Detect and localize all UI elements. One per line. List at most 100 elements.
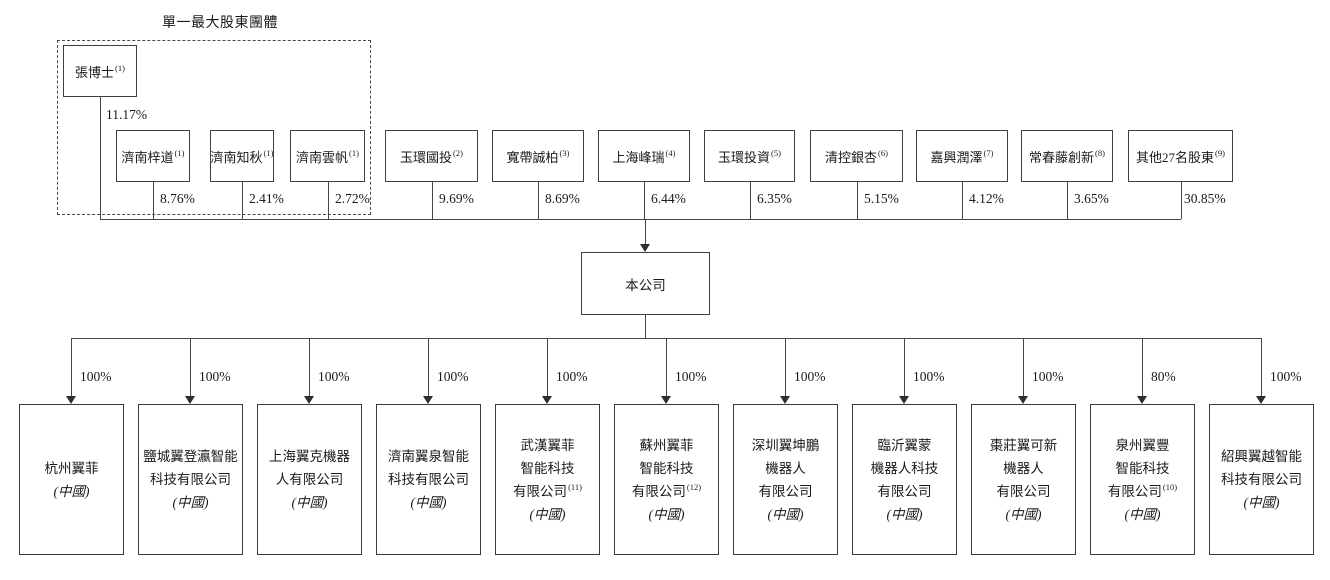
shareholder-name-text: 濟南梓道 bbox=[121, 149, 174, 165]
shareholder-box: 玉環投資(5) bbox=[704, 130, 795, 182]
ownership-pct-label: 2.72% bbox=[335, 191, 370, 206]
ownership-pct-label: 100% bbox=[1032, 369, 1064, 384]
company-box: 本公司 bbox=[581, 252, 710, 315]
connector-line bbox=[1023, 338, 1024, 396]
subsidiary-name-line: 有限公司 bbox=[997, 480, 1051, 503]
jurisdiction-label: (中國) bbox=[648, 506, 685, 522]
connector-line bbox=[1261, 338, 1262, 396]
jurisdiction-label: (中國) bbox=[410, 495, 447, 510]
company-name: 本公司 bbox=[625, 277, 666, 293]
subsidiary-name-text: 智能科技 bbox=[1115, 460, 1170, 476]
shareholder-name: 上海峰瑞(4) bbox=[613, 147, 676, 166]
connector-line bbox=[904, 338, 905, 396]
footnote-superscript: (1) bbox=[349, 148, 359, 159]
jurisdiction-label: (中國) bbox=[291, 495, 328, 510]
shareholder-name: 濟南雲帆(1) bbox=[296, 147, 359, 166]
subsidiary-name-line: 機器人 bbox=[1003, 457, 1044, 480]
subsidiary-name-line: 臨沂翼蒙 bbox=[878, 434, 932, 457]
connector-line bbox=[645, 314, 646, 338]
subsidiary-box: 泉州翼豐智能科技有限公司(10)(中國) bbox=[1090, 404, 1195, 555]
ownership-pct-label: 100% bbox=[318, 369, 350, 384]
subsidiary-name-line: 智能科技 bbox=[1116, 457, 1170, 480]
subsidiary-name-text: 智能科技 bbox=[520, 460, 575, 476]
connector-line bbox=[428, 338, 429, 396]
footnote-superscript: (7) bbox=[983, 148, 994, 159]
shareholder-name: 其他27名股東(9) bbox=[1136, 147, 1225, 166]
subsidiary-name-text: 有限公司 bbox=[996, 483, 1051, 499]
shareholder-box: 濟南雲帆(1) bbox=[290, 130, 365, 182]
subsidiary-name-line: 有限公司(10) bbox=[1108, 480, 1177, 503]
subsidiary-box: 臨沂翼蒙機器人科技有限公司 (中國) bbox=[852, 404, 957, 555]
arrow-head-icon bbox=[185, 396, 195, 404]
subsidiary-name-line: 科技有限公司 bbox=[150, 468, 231, 491]
subsidiary-name-line: 有限公司 bbox=[759, 480, 813, 503]
footnote-superscript: (3) bbox=[559, 148, 570, 159]
subsidiary-name-text: 機器人科技 bbox=[870, 460, 939, 476]
subsidiary-name-line: 有限公司(12) bbox=[632, 480, 701, 503]
subsidiary-name-text: 上海翼克機器 bbox=[269, 449, 350, 464]
subsidiary-name-text: 鹽城翼登瀛智能 bbox=[143, 449, 238, 464]
footnote-superscript: (1) bbox=[115, 63, 125, 74]
connector-line bbox=[666, 338, 667, 396]
subsidiary-name-line: 有限公司 bbox=[878, 480, 932, 503]
shareholder-name-text: 嘉興潤澤 bbox=[930, 149, 983, 165]
subsidiary-name-text: 機器人 bbox=[765, 460, 806, 476]
arrow-head-icon bbox=[542, 396, 552, 404]
subsidiary-name-text: 科技有限公司 bbox=[388, 472, 469, 487]
ownership-pct-label: 100% bbox=[556, 369, 588, 384]
arrow-head-icon bbox=[661, 396, 671, 404]
subsidiary-name-line: 濟南翼泉智能 bbox=[388, 445, 469, 468]
arrow-head-icon bbox=[640, 244, 650, 252]
connector-line bbox=[100, 97, 101, 219]
shareholder-name: 常春藤創新(8) bbox=[1029, 147, 1105, 166]
subsidiary-name-line: 有限公司(11) bbox=[513, 480, 582, 503]
ownership-pct-label: 30.85% bbox=[1184, 191, 1226, 206]
subsidiary-box: 紹興翼越智能科技有限公司(中國) bbox=[1209, 404, 1314, 555]
shareholder-box: 清控銀杏(6) bbox=[810, 130, 903, 182]
footnote-superscript: (12) bbox=[686, 482, 702, 492]
subsidiary-name-line: 智能科技 bbox=[640, 457, 694, 480]
jurisdiction-label: (中國) bbox=[1243, 495, 1280, 510]
subsidiary-name-text: 有限公司 bbox=[877, 483, 932, 499]
connector-line bbox=[432, 182, 433, 219]
ownership-pct-label: 9.69% bbox=[439, 191, 474, 206]
footnote-superscript: (8) bbox=[1095, 148, 1105, 159]
ownership-pct-label: 11.17% bbox=[106, 107, 148, 122]
subsidiary-name-text: 杭州翼菲 bbox=[44, 460, 99, 476]
shareholder-name: 張博士(1) bbox=[75, 63, 125, 80]
shareholder-box: 玉環國投(2) bbox=[385, 130, 478, 182]
subsidiary-name-text: 科技有限公司 bbox=[150, 472, 231, 487]
ownership-pct-label: 5.15% bbox=[864, 191, 899, 206]
subsidiary-box: 蘇州翼菲智能科技有限公司(12) (中國) bbox=[614, 404, 719, 555]
subsidiary-name-line: 蘇州翼菲 bbox=[640, 434, 694, 457]
jurisdiction-label: (中國) bbox=[886, 506, 923, 522]
subsidiary-name-line: 科技有限公司 bbox=[388, 468, 469, 491]
shareholder-box: 濟南梓道(1) bbox=[116, 130, 190, 182]
subsidiary-name-text: 泉州翼豐 bbox=[1115, 437, 1170, 453]
subsidiary-name-text: 科技有限公司 bbox=[1221, 472, 1302, 487]
shareholder-name: 嘉興潤澤(7) bbox=[931, 147, 994, 166]
jurisdiction-label: (中國) bbox=[53, 483, 90, 499]
ownership-pct-label: 100% bbox=[437, 369, 469, 384]
shareholder-name-text: 清控銀杏 bbox=[825, 149, 878, 165]
largest-shareholder-group-label: 單一最大股東團體 bbox=[162, 16, 278, 31]
shareholder-name: 玉環投資(5) bbox=[718, 147, 781, 166]
ownership-pct-label: 100% bbox=[675, 369, 707, 384]
shareholder-box: 嘉興潤澤(7) bbox=[916, 130, 1008, 182]
connector-line bbox=[328, 182, 329, 219]
connector-line bbox=[962, 182, 963, 219]
ownership-pct-label: 8.76% bbox=[160, 191, 195, 206]
connector-line bbox=[750, 182, 751, 219]
subsidiary-name-text: 深圳翼坤鵬 bbox=[751, 437, 820, 453]
footnote-superscript: (5) bbox=[771, 148, 781, 159]
footnote-superscript: (6) bbox=[878, 148, 888, 159]
subsidiary-name-line: 機器人科技 bbox=[871, 457, 939, 480]
shareholder-box: 寬帶誠柏(3) bbox=[492, 130, 584, 182]
ownership-pct-label: 100% bbox=[1270, 369, 1302, 384]
subsidiary-name-line: 鹽城翼登瀛智能 bbox=[143, 445, 238, 468]
ownership-pct-label: 4.12% bbox=[969, 191, 1004, 206]
subsidiary-name-text: 有限公司 bbox=[513, 483, 568, 499]
connector-line bbox=[547, 338, 548, 396]
connector-line bbox=[857, 182, 858, 219]
